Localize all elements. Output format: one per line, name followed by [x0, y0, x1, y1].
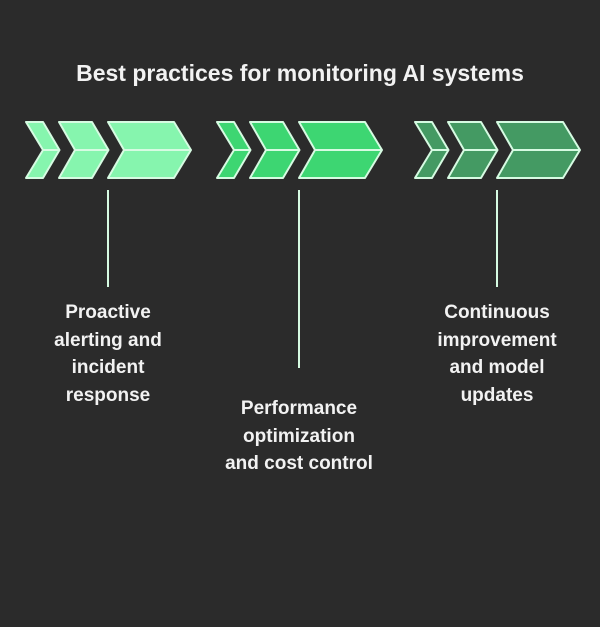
diagram-title: Best practices for monitoring AI systems	[76, 60, 524, 86]
stage-1-label: Proactive alerting and incident response	[54, 302, 162, 406]
stage-2-label: Performance optimization and cost contro…	[225, 398, 373, 474]
stage-3-label: Continuous improvement and model updates	[437, 302, 557, 406]
